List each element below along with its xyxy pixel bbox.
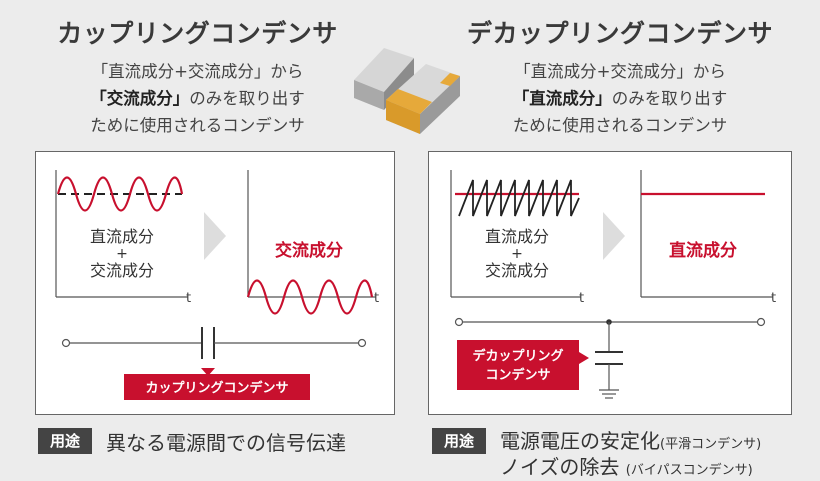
coupling-desc-line2: 「交流成分」のみを取り出す	[20, 85, 375, 112]
decoupling-usage-line1: 電源電圧の安定化(平滑コンデンサ)	[500, 425, 761, 454]
coupling-desc-line1: 「直流成分+交流成分」から	[91, 62, 304, 81]
output-t-label: t	[374, 291, 379, 306]
output-terminal	[357, 338, 367, 348]
usage-line2-main: ノイズの除去	[500, 455, 620, 479]
coupling-desc-emphasis: 「交流成分」	[90, 89, 190, 108]
decoupling-panel: t 直流成分 + 交流成分 t 直流成分 デカップリング コンデンサ	[428, 151, 792, 415]
coupling-title: カップリングコンデンサ	[57, 19, 338, 48]
process-arrow	[204, 212, 226, 260]
decoupling-desc-line1: 「直流成分+交流成分」から	[514, 62, 726, 81]
input-label-dc: 直流成分	[485, 227, 549, 246]
coupling-description: 「直流成分+交流成分」から 「交流成分」のみを取り出す ために使用されるコンデン…	[20, 58, 375, 139]
decoupling-desc-line2: 「直流成分」のみを取り出す	[440, 85, 800, 112]
output-label: 直流成分	[669, 240, 737, 261]
component-label-box	[457, 340, 579, 390]
input-terminal	[61, 338, 71, 348]
input-label-ac: 交流成分	[485, 261, 549, 280]
component-label-line1: デカップリング	[472, 348, 563, 364]
output-t-label: t	[771, 291, 776, 306]
callout-pointer	[579, 352, 589, 364]
usage-line1-note: (平滑コンデンサ)	[660, 437, 762, 452]
capacitor-chip-image	[354, 48, 460, 134]
coupling-panel: t 直流成分 + 交流成分 t 交流成分 カップリングコンデンサ	[35, 151, 395, 415]
output-terminal	[756, 317, 766, 327]
decoupling-usage-line2: ノイズの除去 (バイパスコンデンサ)	[500, 451, 753, 480]
decoupling-desc-line2-rest: のみを取り出す	[611, 89, 728, 108]
decoupling-desc-emphasis: 「直流成分」	[512, 89, 612, 108]
chip-front	[386, 64, 460, 134]
coupling-diagram: t 直流成分 + 交流成分 t 交流成分 カップリングコンデンサ	[55, 170, 379, 400]
process-arrow	[603, 212, 625, 260]
input-label-dc: 直流成分	[90, 227, 154, 246]
input-label-plus: +	[511, 246, 523, 262]
input-t-label: t	[186, 291, 191, 306]
coupling-usage-tag: 用途	[38, 428, 92, 454]
input-t-label: t	[579, 291, 584, 306]
decoupling-usage-tag: 用途	[432, 428, 486, 454]
decoupling-diagram: t 直流成分 + 交流成分 t 直流成分 デカップリング コンデンサ	[450, 170, 776, 399]
input-terminal	[454, 317, 464, 327]
coupling-usage-text: 異なる電源間での信号伝達	[106, 431, 346, 455]
usage-line1-main: 電源電圧の安定化	[500, 429, 660, 453]
coupling-desc-line3: ために使用されるコンデンサ	[90, 116, 305, 135]
input-sawtooth-wave	[458, 179, 580, 217]
callout-pointer	[201, 368, 215, 376]
component-label: カップリングコンデンサ	[145, 380, 288, 396]
input-label-ac: 交流成分	[90, 261, 154, 280]
decoupling-title: デカップリングコンデンサ	[466, 19, 773, 48]
coupling-desc-line2-rest: のみを取り出す	[189, 89, 305, 108]
input-ac-wave	[56, 176, 184, 212]
output-ac-wave	[246, 279, 374, 315]
component-label-line2: コンデンサ	[485, 367, 550, 383]
component-label-box	[124, 374, 310, 400]
input-label-plus: +	[116, 246, 128, 262]
usage-line2-note: (バイパスコンデンサ)	[625, 463, 753, 478]
decoupling-description: 「直流成分+交流成分」から 「直流成分」のみを取り出す ために使用されるコンデン…	[440, 58, 800, 139]
output-label: 交流成分	[275, 240, 343, 261]
decoupling-desc-line3: ために使用されるコンデンサ	[512, 116, 728, 135]
